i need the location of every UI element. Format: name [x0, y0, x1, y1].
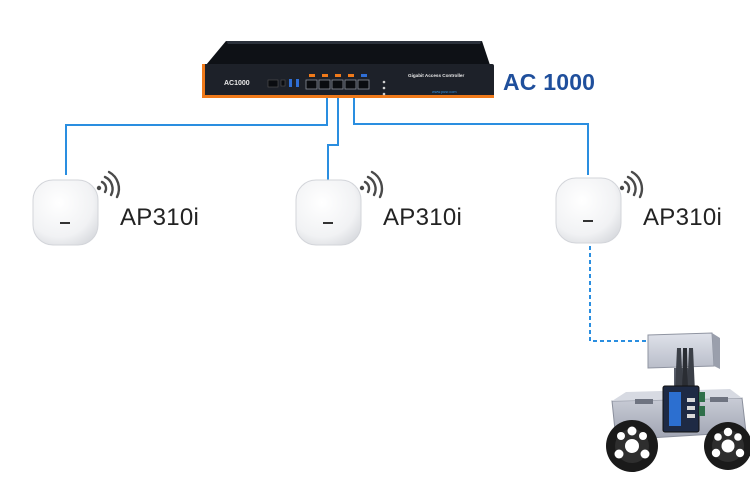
controller-front-model: AC1000	[224, 80, 250, 87]
link-controller-to-ap1	[65, 94, 328, 175]
controller-front-url: www.pusr.com	[432, 90, 456, 94]
ethernet-ports	[305, 79, 370, 90]
access-point-1	[32, 179, 99, 246]
link-controller-to-ap3	[353, 94, 589, 175]
controller-front-title: Gigabit Access Controller	[408, 73, 464, 78]
wifi-signal-icon	[96, 170, 121, 199]
wheel-left	[606, 420, 658, 472]
wifi-signal-icon	[619, 170, 644, 199]
access-point-label-2: AP310i	[383, 204, 463, 231]
access-point-label-1: AP310i	[120, 204, 200, 231]
wifi-signal-icon	[359, 170, 384, 199]
controller-device: AC1000 Gigabit Access Controller www.pus…	[202, 41, 494, 98]
access-point-3	[555, 177, 622, 244]
wheel-right	[704, 422, 750, 470]
antenna	[675, 348, 695, 392]
access-point-label-3: AP310i	[643, 204, 723, 231]
robot-vehicle	[606, 332, 750, 472]
controller-name-label: AC 1000	[503, 69, 596, 95]
connection-lines	[65, 94, 646, 342]
wireless-link-ap3-to-robot	[589, 246, 646, 342]
link-controller-to-ap2	[327, 94, 339, 180]
access-point-2	[295, 179, 362, 246]
